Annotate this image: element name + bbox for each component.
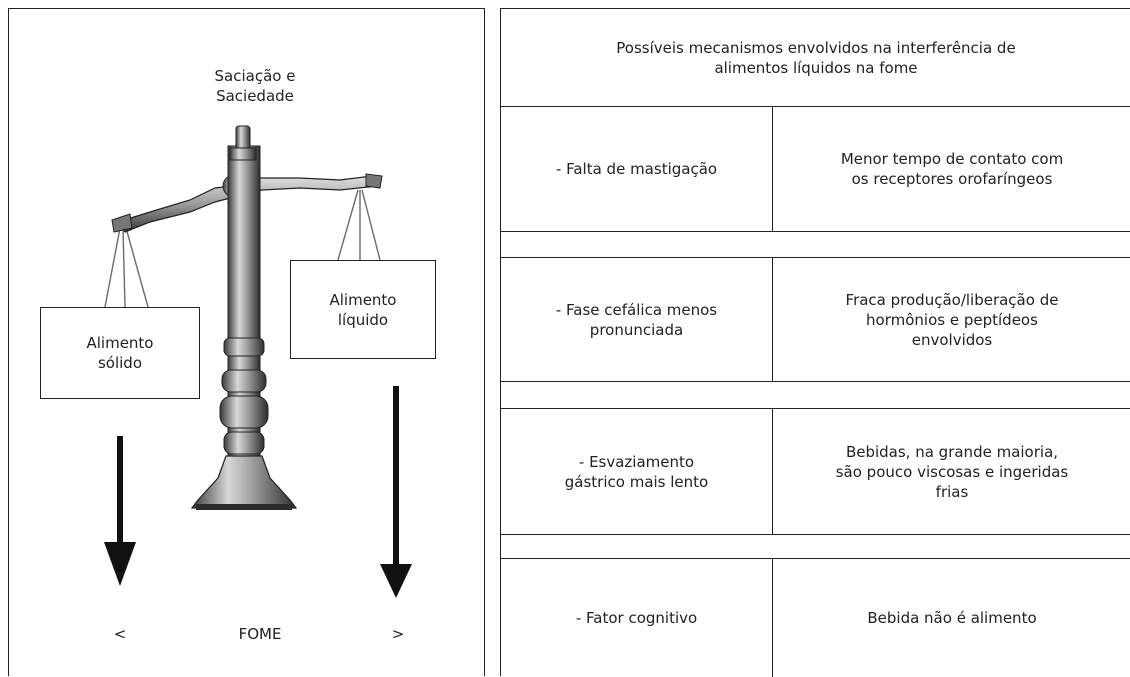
divider [501,231,1130,232]
divider [501,381,1130,382]
less-than-symbol: < [113,625,127,643]
explanation-cell: Bebida não é alimento [867,609,1037,627]
mechanism-cell: - Falta de mastigação [555,160,718,178]
solid-food-box: Alimento sólido [40,307,200,399]
right-down-arrow [380,386,412,598]
balance-panel [8,8,485,676]
explanation-cell: Bebidas, na grande maioria, são pouco vi… [835,442,1069,501]
mechanism-cell: - Fase cefálica menos pronunciada [555,300,718,339]
divider [772,107,773,231]
explanation-cell: Menor tempo de contato com os receptores… [840,150,1064,188]
mechanism-cell: - Esvaziamento gástrico mais lento [564,452,709,491]
right-pan-strings [337,189,381,261]
left-down-arrow [104,436,136,586]
divider [501,257,1130,258]
divider [501,106,1130,107]
divider [772,258,773,381]
hunger-label: FOME [238,625,282,643]
balance-base [190,455,298,509]
left-pan-strings [104,227,149,308]
satiation-label: Saciação e Saciedade [214,67,296,105]
balance-column [227,145,261,487]
table-header: Possíveis mecanismos envolvidos na inter… [616,38,1016,77]
divider [772,559,773,677]
mechanism-cell: - Fator cognitivo [575,609,698,627]
divider [501,558,1130,559]
greater-than-symbol: > [391,625,405,643]
divider [501,534,1130,535]
liquid-food-box: Alimento líquido [290,260,436,359]
explanation-cell: Fraca produção/liberação de hormônios e … [845,290,1059,349]
mechanisms-table: Possíveis mecanismos envolvidos na inter… [500,8,1130,677]
divider [501,408,1130,409]
divider [772,409,773,534]
